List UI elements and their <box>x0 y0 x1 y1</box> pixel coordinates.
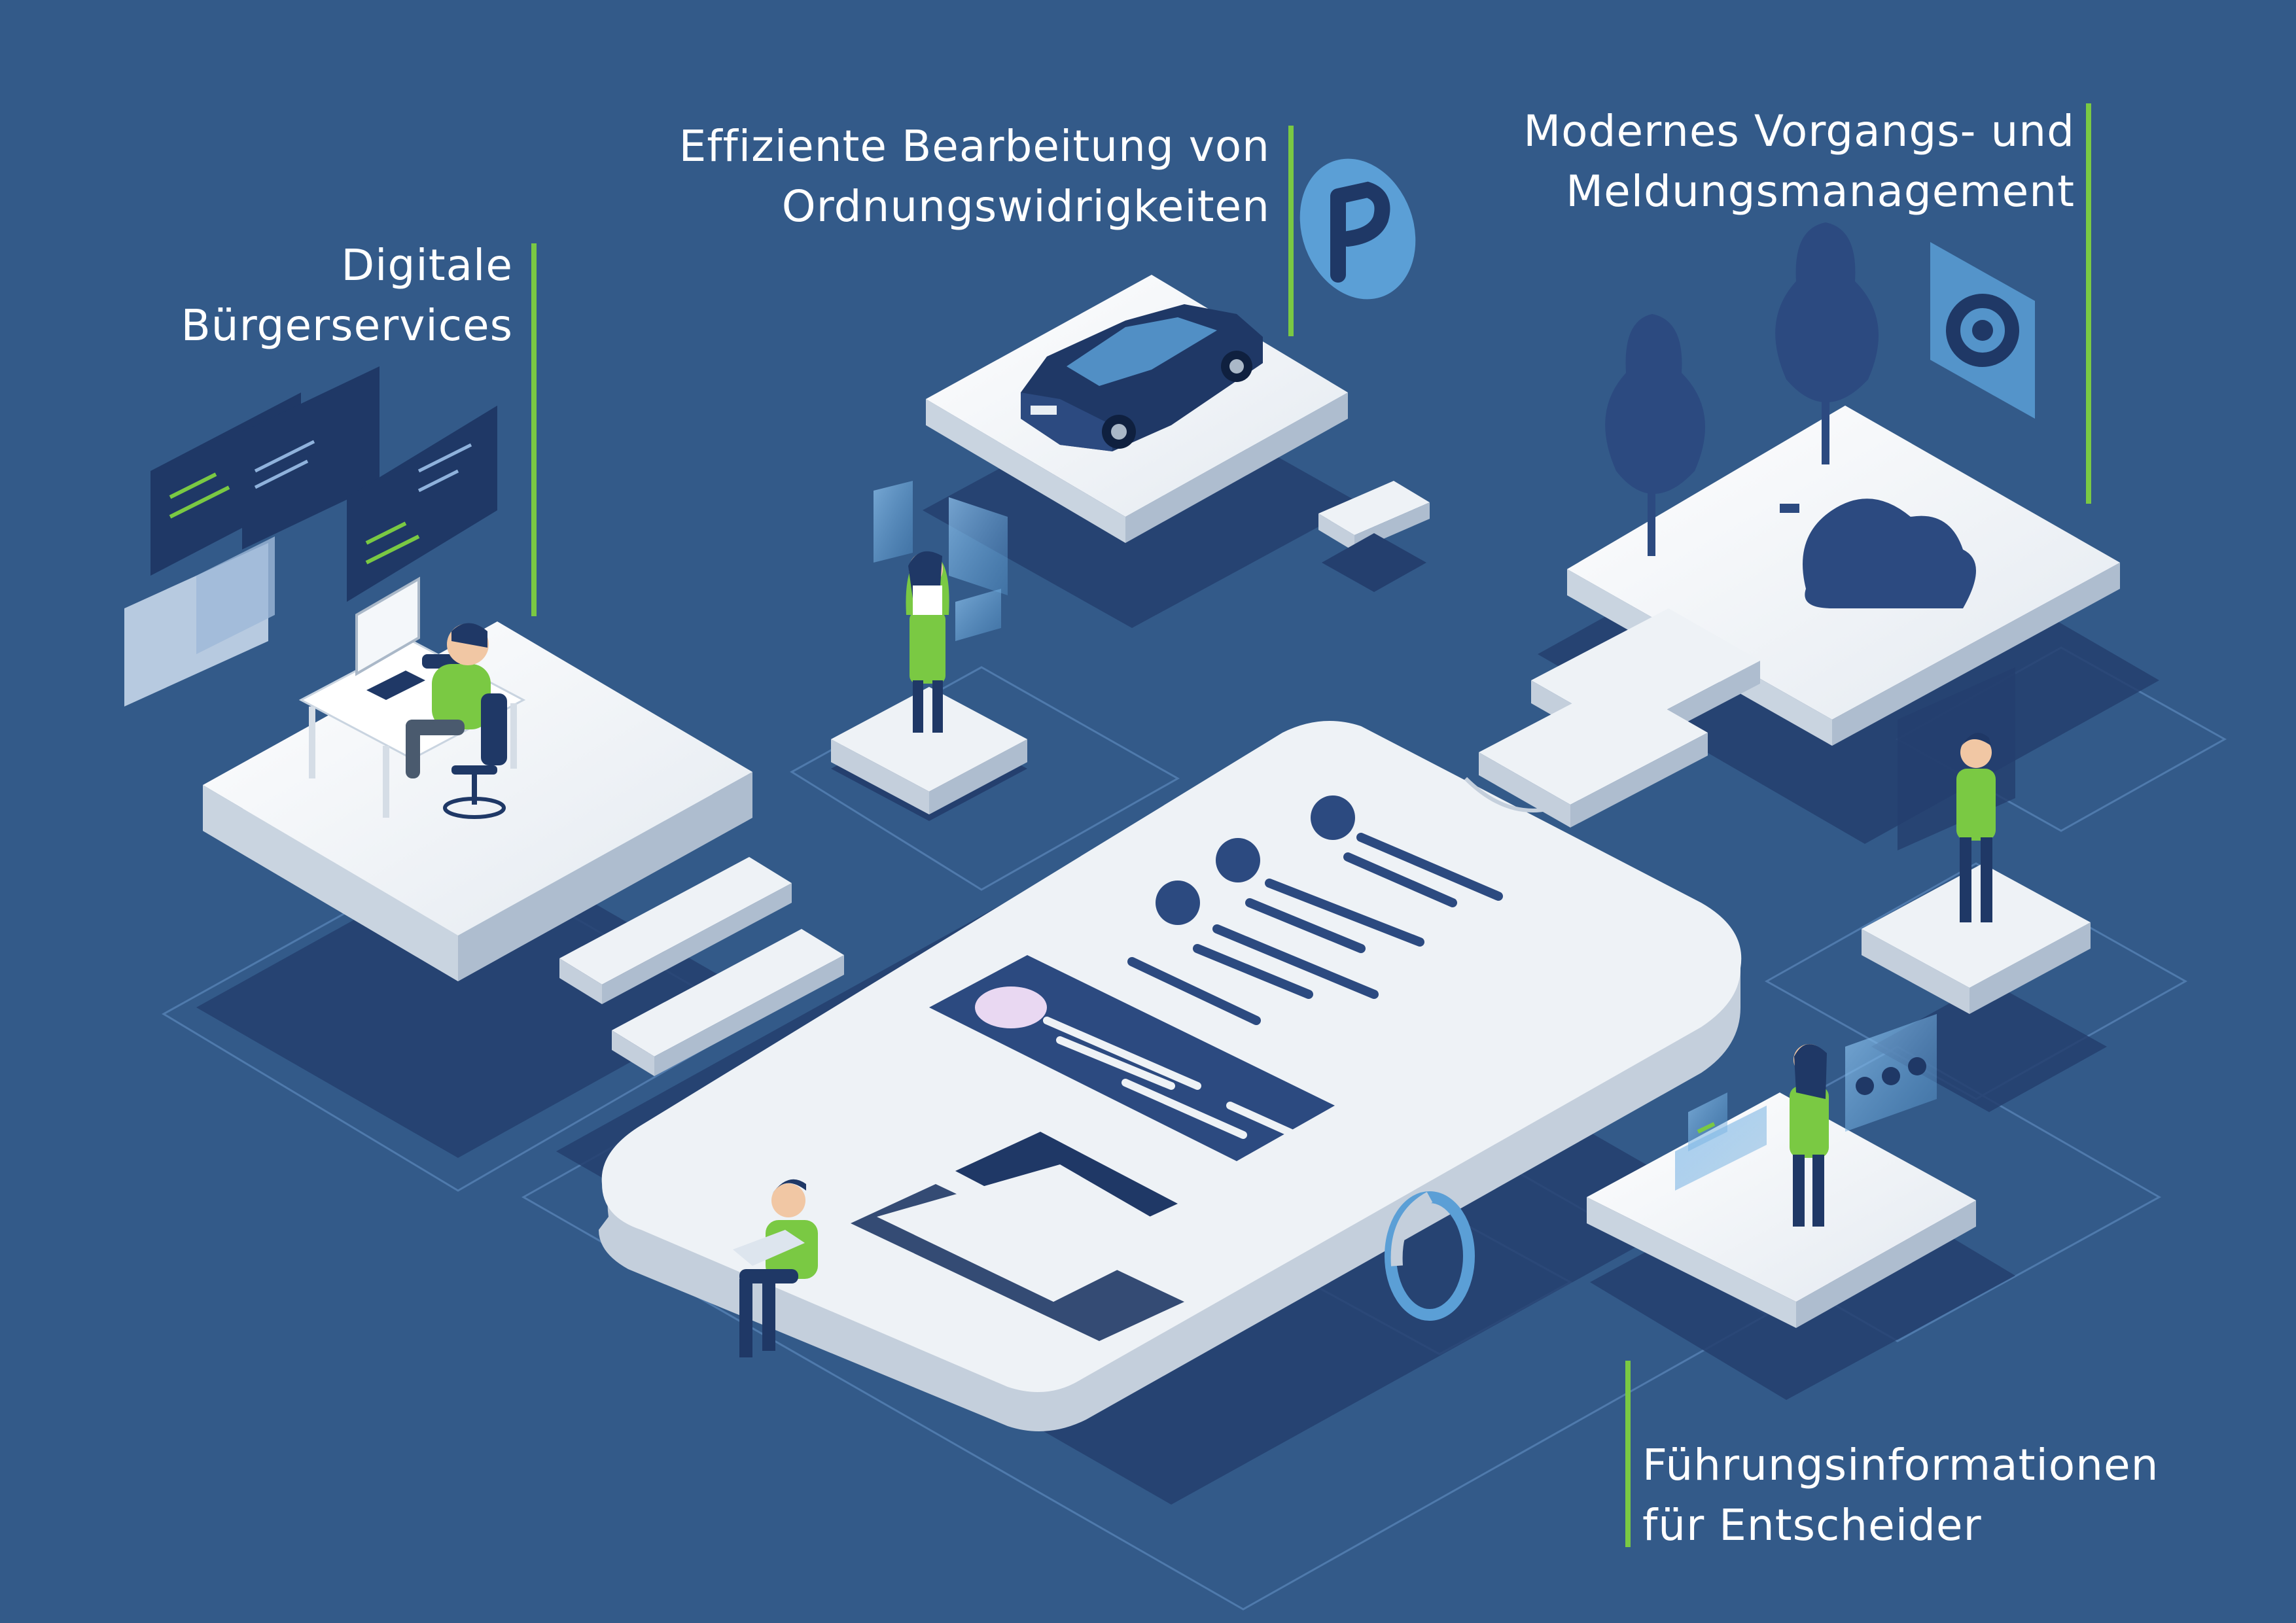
desk-worker <box>298 576 526 819</box>
label-ordnungswidrigkeiten: Effiziente Bearbeitung von Ordnungswidri… <box>679 116 1270 237</box>
pedestal-man-right <box>1862 864 2091 1014</box>
label-buergerservices-line2: Bürgerservices <box>181 300 513 351</box>
person-woman-right <box>1790 1044 1829 1227</box>
label-ordnungswidrigkeiten-line1: Effiziente Bearbeitung von <box>679 121 1270 171</box>
accent-bar-buergerservices <box>531 243 537 616</box>
label-buergerservices-line1: Digitale <box>341 240 513 290</box>
small-slab-right-of-car <box>1318 481 1430 592</box>
label-ordnungswidrigkeiten-line2: Ordnungswidrigkeiten <box>781 181 1270 232</box>
platform-buergerservices <box>203 621 752 981</box>
cloud-icon <box>1780 498 1976 608</box>
donut-chart-icon <box>1385 1191 1475 1321</box>
label-vorgangsmanagement-line2: Meldungsmanagement <box>1566 166 2075 217</box>
label-buergerservices: Digitale Bürgerservices <box>181 236 513 356</box>
phone-content <box>851 795 1503 1341</box>
label-fuehrungsinformationen: Führungsinformationen für Entscheider <box>1642 1435 2159 1556</box>
person-woman-left <box>906 551 949 733</box>
gear-icon <box>1930 242 2035 419</box>
accent-bar-ordnungswidrigkeiten <box>1288 126 1294 336</box>
code-screens <box>124 366 497 707</box>
label-vorgangsmanagement: Modernes Vorgangs- und Meldungsmanagemen… <box>1523 101 2075 222</box>
pedestal-woman-left <box>831 687 1027 821</box>
trees <box>1605 222 1879 556</box>
platform-fuehrungsinformationen <box>1587 1092 1976 1328</box>
accent-bar-vorgangsmanagement <box>2086 103 2091 504</box>
accent-bar-fuehrungsinformationen <box>1625 1361 1631 1547</box>
connector-slabs-left <box>559 857 844 1076</box>
person-man-right <box>1898 667 2015 922</box>
label-vorgangsmanagement-line1: Modernes Vorgangs- und <box>1523 106 2075 156</box>
connector-slabs-right <box>1479 608 1760 828</box>
car <box>1021 304 1263 451</box>
dashboard-panels <box>1675 1014 1937 1191</box>
parking-icon <box>1299 158 1416 300</box>
label-fuehrungsinformationen-line1: Führungsinformationen <box>1642 1440 2159 1490</box>
person-man-laptop <box>733 1179 818 1357</box>
label-fuehrungsinformationen-line2: für Entscheider <box>1642 1500 1982 1550</box>
holo-panels-woman <box>874 481 1008 641</box>
